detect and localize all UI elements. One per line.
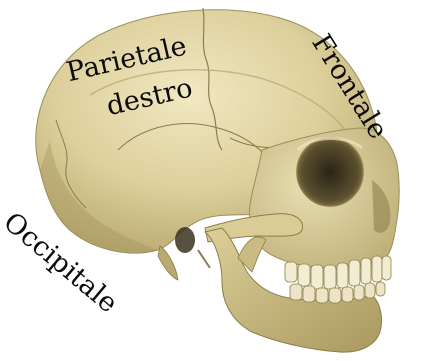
- orbit: [297, 138, 363, 206]
- styloid-process: [198, 250, 210, 268]
- mastoid-process: [158, 246, 178, 280]
- ear-canal: [175, 227, 195, 253]
